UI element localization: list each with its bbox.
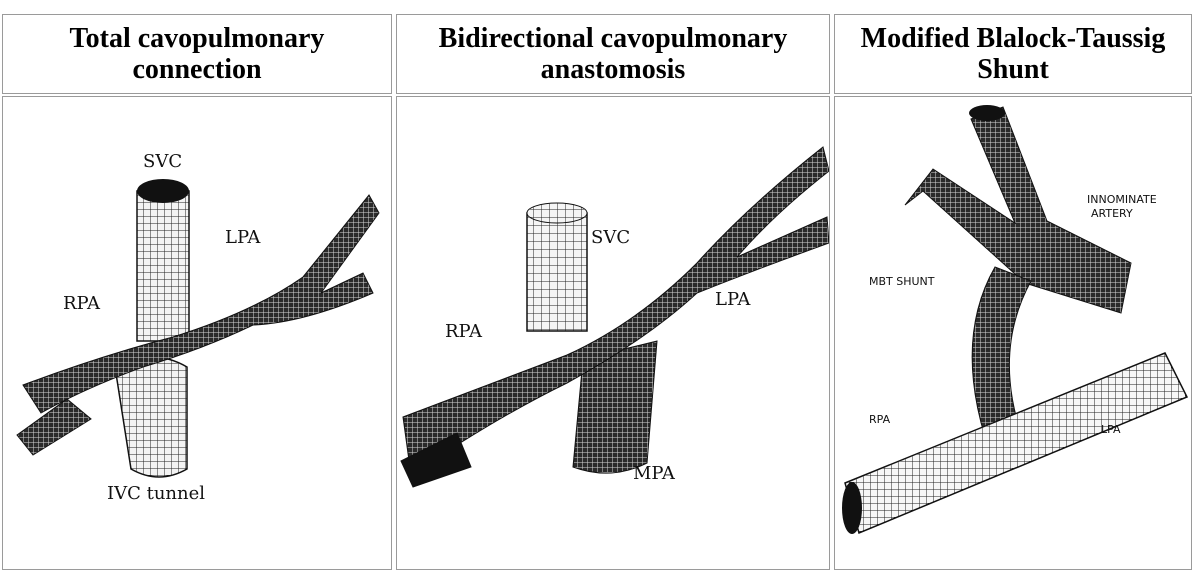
svc-label: SVC	[591, 227, 630, 248]
innominate-label-1: INNOMINATE	[1087, 193, 1157, 206]
ivc-tunnel-vessel	[115, 357, 187, 477]
mbt-shunt-label: MBT SHUNT	[869, 275, 935, 288]
panel-mbt-shunt: INNOMINATE ARTERY MBT SHUNT RPA LPA	[834, 96, 1192, 570]
innominate-label-2: ARTERY	[1091, 207, 1133, 220]
svc-vessel	[137, 179, 189, 341]
lpa-label: LPA	[1101, 423, 1121, 436]
svc-label: SVC	[143, 151, 182, 172]
rpa-label: RPA	[63, 293, 101, 314]
header-text: Bidirectional cavopulmonary anastomosis	[397, 23, 829, 85]
header-text: Modified Blalock-Taussig Shunt	[835, 23, 1191, 85]
pulmonary-artery-vessel	[17, 195, 379, 455]
panel-bidirectional: SVC RPA LPA MPA	[396, 96, 830, 570]
header-modified-blalock-taussig: Modified Blalock-Taussig Shunt	[834, 14, 1192, 94]
bidirectional-diagram: SVC RPA LPA MPA	[397, 97, 829, 569]
rpa-label: RPA	[445, 321, 483, 342]
rpa-label: RPA	[869, 413, 891, 426]
header-bidirectional-cavopulmonary: Bidirectional cavopulmonary anastomosis	[396, 14, 830, 94]
lpa-label: LPA	[715, 289, 751, 310]
tcpc-diagram: SVC LPA RPA IVC tunnel	[3, 97, 391, 569]
mpa-label: MPA	[633, 463, 676, 484]
header-total-cavopulmonary: Total cavopulmonary connection	[2, 14, 392, 94]
ivc-label: IVC tunnel	[107, 483, 205, 504]
header-text: Total cavopulmonary connection	[3, 23, 391, 85]
lpa-label: LPA	[225, 227, 261, 248]
panel-tcpc: SVC LPA RPA IVC tunnel	[2, 96, 392, 570]
mbt-shunt-diagram: INNOMINATE ARTERY MBT SHUNT RPA LPA	[835, 97, 1191, 569]
svc-vessel	[527, 203, 587, 331]
pulmonary-artery-tube	[842, 353, 1187, 534]
